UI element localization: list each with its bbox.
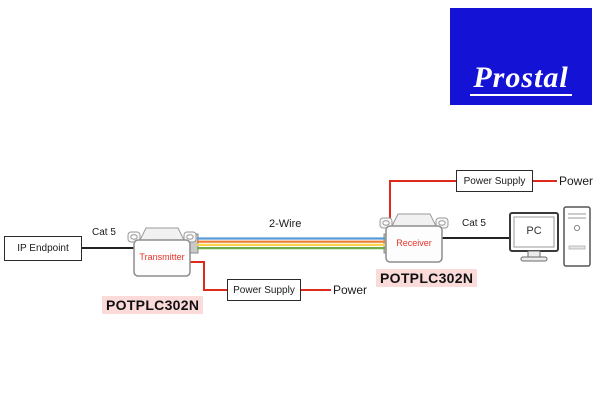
receiver-chassis-icon [379, 213, 449, 263]
receiver-model-label: POTPLC302N [376, 269, 478, 287]
power-supply-top-label: Power Supply [463, 175, 526, 187]
brand-logo: Prostal [450, 8, 592, 105]
monitor-icon [509, 212, 559, 262]
pc-monitor: PC [509, 212, 561, 266]
power-supply-bottom-label: Power Supply [233, 284, 295, 296]
transmitter-model-label: POTPLC302N [102, 296, 204, 314]
two-wire-cable [197, 237, 385, 250]
transmitter-label: Transmitter [139, 252, 185, 262]
tower-icon [563, 206, 591, 267]
transmitter-chassis-icon [127, 227, 197, 277]
power-top-label: Power [559, 174, 594, 188]
receiver-label: Receiver [396, 238, 432, 248]
two-wire-label: 2-Wire [269, 218, 302, 230]
power-line-transmitter [190, 261, 227, 291]
power-supply-top-box: Power Supply [456, 170, 533, 192]
pc-tower [563, 206, 593, 268]
transmitter-device: Transmitter [126, 220, 198, 280]
ip-endpoint-box: IP Endpoint [4, 236, 82, 261]
brand-logo-text: Prostal [470, 61, 572, 96]
cat5-left-label: Cat 5 [92, 227, 116, 238]
ip-endpoint-label: IP Endpoint [17, 243, 69, 254]
cat5-right-label: Cat 5 [462, 218, 486, 229]
power-bottom-label: Power [333, 283, 368, 297]
receiver-device: Receiver [378, 206, 450, 266]
pc-label: PC [526, 225, 542, 237]
power-line-receiver [389, 180, 456, 227]
power-supply-bottom-box: Power Supply [227, 279, 301, 301]
